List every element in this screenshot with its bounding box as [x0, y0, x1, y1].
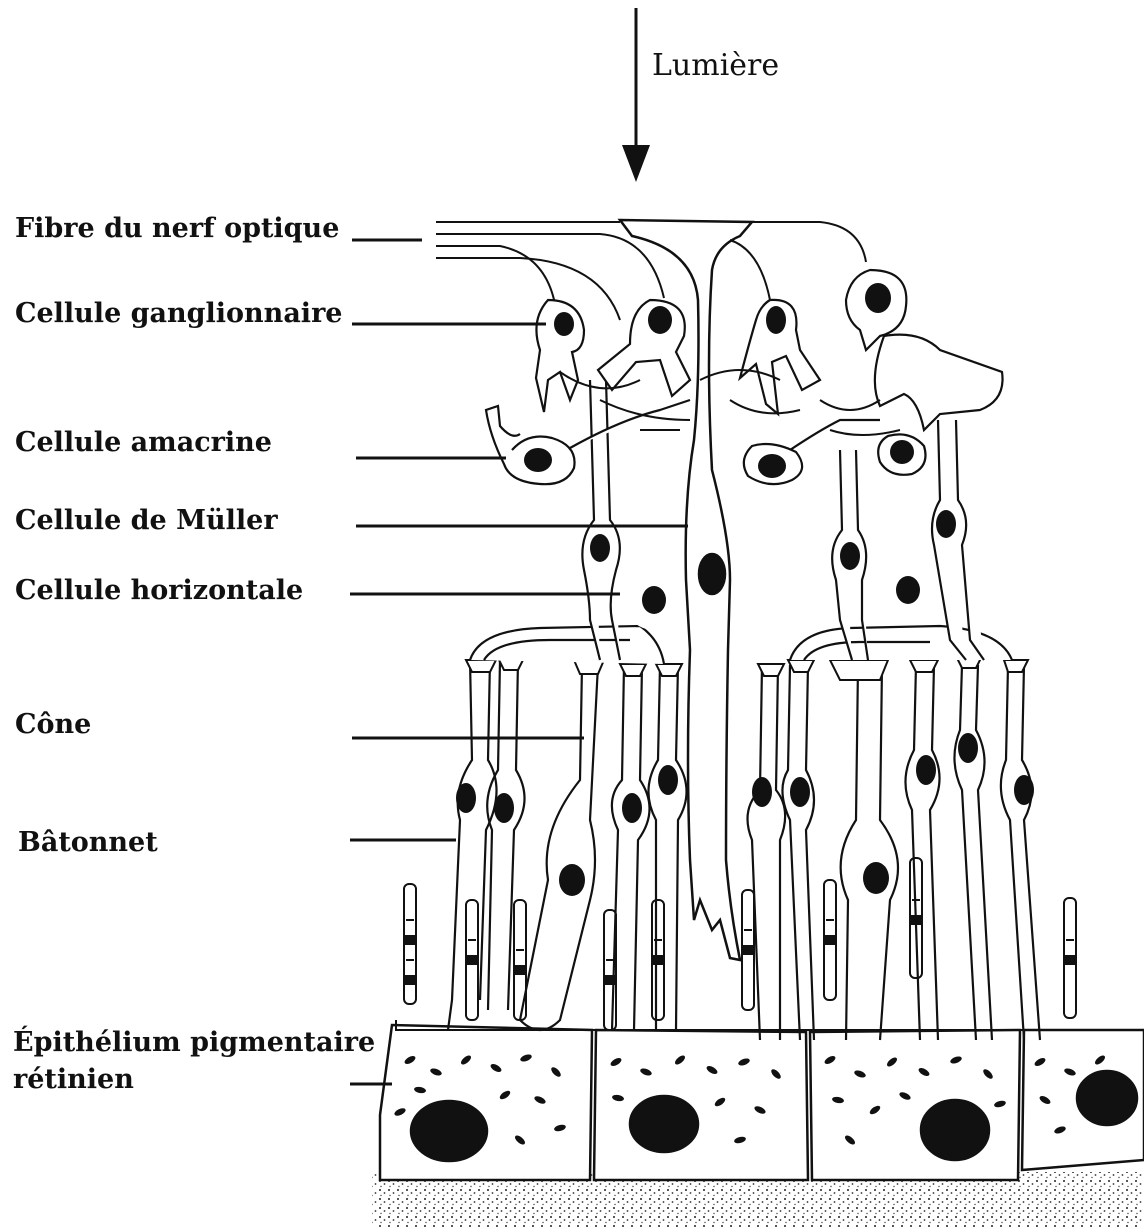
label-rod: Bâtonnet	[18, 826, 158, 860]
rod-outer-segments	[404, 858, 1076, 1030]
photoreceptor-nuclei	[456, 733, 1034, 896]
label-cone: Cône	[15, 708, 91, 742]
amacrine-cell	[486, 400, 690, 484]
photoreceptors	[396, 660, 1144, 1040]
rpe-nucleus	[630, 1096, 698, 1152]
rod-cell	[954, 665, 992, 1040]
label-ganglion-cell: Cellule ganglionnaire	[15, 297, 342, 331]
rod-disk-bands	[404, 915, 1076, 985]
label-rpe-line2: rétinien	[13, 1063, 134, 1097]
cone-cell	[841, 665, 898, 1040]
label-horizontal-cell: Cellule horizontale	[15, 574, 303, 608]
horizontal-cell-process	[470, 626, 664, 664]
muller-nucleus	[699, 554, 725, 594]
cone-cell	[520, 665, 598, 1030]
bipolar-cell	[932, 420, 984, 660]
rod-cell	[782, 665, 814, 1040]
label-optic-fiber: Fibre du nerf optique	[15, 212, 339, 246]
rpe-cell	[594, 1030, 808, 1180]
rpe-cell	[380, 1025, 592, 1180]
rpe-nucleus	[411, 1101, 487, 1161]
light-arrow	[622, 8, 650, 182]
light-label: Lumière	[652, 48, 779, 83]
ganglion-cell	[598, 300, 690, 396]
ganglion-cell	[875, 335, 1003, 430]
horizontal-cells	[470, 560, 1012, 664]
label-rpe-line1: Épithélium pigmentaire	[13, 1026, 375, 1060]
label-muller-cell: Cellule de Müller	[15, 504, 278, 538]
rpe-cell	[810, 1030, 1020, 1180]
rpe-nucleus	[1077, 1071, 1137, 1125]
pigment-epithelium	[380, 1025, 1144, 1180]
rpe-nucleus	[921, 1100, 989, 1160]
rod-cell	[905, 665, 939, 1040]
rod-cell	[1001, 665, 1040, 1040]
rod-cell	[612, 665, 650, 1030]
bipolar-cell	[582, 380, 620, 660]
label-amacrine-cell: Cellule amacrine	[15, 426, 272, 460]
